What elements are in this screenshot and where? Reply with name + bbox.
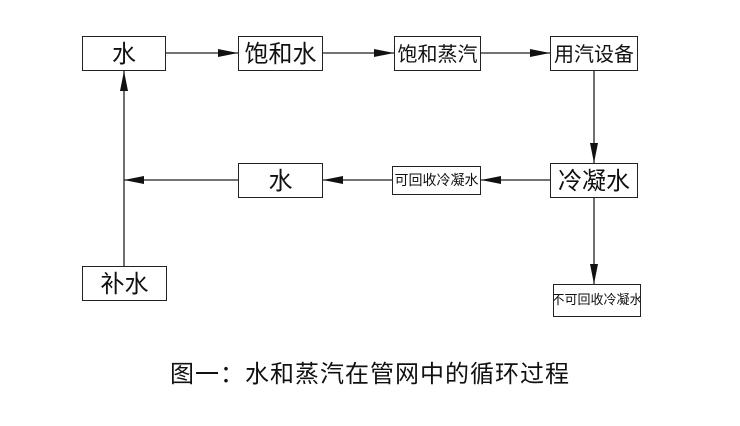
node-saturated-water-label: 饱和水 xyxy=(244,39,317,68)
node-saturated-steam: 饱和蒸汽 xyxy=(394,36,481,71)
node-condensate: 冷凝水 xyxy=(550,163,638,198)
node-makeup-water: 补水 xyxy=(82,266,167,301)
node-condensate-label: 冷凝水 xyxy=(558,166,630,195)
node-water-top: 水 xyxy=(82,36,166,71)
node-nonrecoverable-condensate-label: 不可回收冷凝水 xyxy=(553,293,641,308)
node-recoverable-condensate: 可回收冷凝水 xyxy=(392,166,481,195)
node-steam-equipment: 用汽设备 xyxy=(550,36,638,71)
node-water-middle-label: 水 xyxy=(268,166,293,195)
node-saturated-steam-label: 饱和蒸汽 xyxy=(397,41,478,66)
node-water-top-label: 水 xyxy=(112,39,136,68)
node-makeup-water-label: 补水 xyxy=(100,269,149,298)
node-recoverable-condensate-label: 可回收冷凝水 xyxy=(394,172,479,189)
node-water-middle: 水 xyxy=(238,163,323,198)
node-steam-equipment-label: 用汽设备 xyxy=(554,41,634,66)
figure-caption: 图一：水和蒸汽在管网中的循环过程 xyxy=(170,360,570,388)
node-nonrecoverable-condensate: 不可回收冷凝水 xyxy=(553,284,641,317)
node-saturated-water: 饱和水 xyxy=(238,36,323,71)
